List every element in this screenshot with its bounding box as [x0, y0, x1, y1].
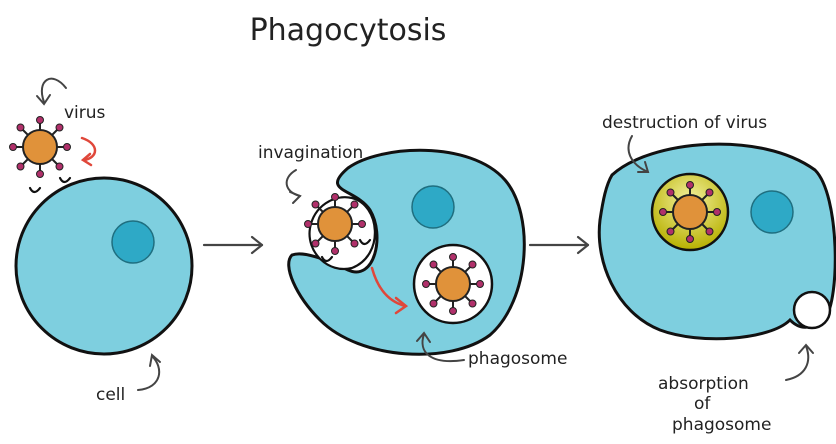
phagosome-label: phagosome	[468, 349, 567, 369]
virus-icon	[423, 254, 484, 315]
absorption-label-line2: of	[694, 394, 711, 414]
virus-icon	[305, 194, 366, 255]
absorption-label-pointer	[786, 346, 808, 380]
virus-label-pointer	[42, 79, 66, 102]
nucleus	[751, 191, 793, 233]
cell-label: cell	[96, 385, 125, 405]
stage-1-attachment: virus cell	[10, 79, 193, 405]
nucleus	[112, 221, 154, 263]
absorption-label-line1: absorption	[658, 374, 749, 394]
right-arrow-icon	[530, 237, 588, 253]
virus-icon	[660, 182, 721, 243]
receptor	[30, 188, 40, 192]
destruction-label: destruction of virus	[602, 113, 767, 133]
absorbed-phagosome	[794, 292, 830, 328]
stage-2-invagination: invagination phagosome	[258, 143, 567, 369]
invagination-label: invagination	[258, 143, 363, 163]
invagination-label-arrowhead	[290, 192, 300, 203]
cell-body	[16, 178, 192, 354]
right-arrow-icon	[204, 237, 262, 253]
nucleus	[412, 186, 454, 228]
diagram-title: Phagocytosis	[250, 13, 447, 48]
virus-icon	[10, 117, 71, 178]
absorption-label-line3: phagosome	[672, 415, 771, 435]
invagination-label-pointer	[287, 170, 300, 196]
stage-3-destruction: destruction of virus absorption of phago…	[599, 113, 835, 435]
virus-label: virus	[64, 103, 106, 123]
receptor	[60, 178, 70, 182]
cell-label-pointer	[138, 356, 159, 390]
